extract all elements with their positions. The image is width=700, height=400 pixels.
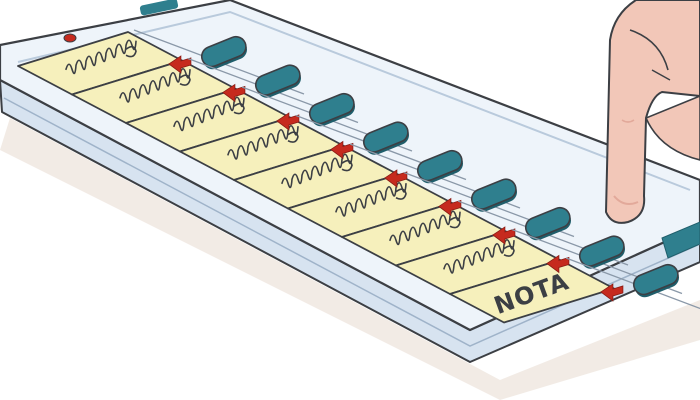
- row-arrow-5: [384, 169, 408, 188]
- candidate-panels: NOTA: [17, 31, 615, 324]
- machine-side-line: [3, 97, 700, 347]
- row-arrow-3: [276, 112, 300, 131]
- pointing-finger: [605, 0, 700, 224]
- row-arrow-6: [438, 197, 462, 217]
- candidate-letter-scribble: [179, 74, 191, 86]
- candidate-name-scribble: [227, 124, 299, 160]
- vote-button-5[interactable]: [415, 148, 466, 187]
- candidate-letter-scribble: [287, 131, 299, 143]
- indicator-light: [63, 33, 77, 43]
- candidate-letter-scribble: [125, 45, 137, 58]
- candidate-name-scribble: [335, 181, 407, 217]
- candidate-letter-scribble: [341, 159, 353, 172]
- row-arrow-1: [168, 55, 192, 74]
- candidate-name-scribble: [443, 238, 515, 274]
- candidate-letter-scribble: [395, 188, 407, 200]
- candidate-name-scribble: [65, 39, 137, 75]
- candidate-letter-scribble: [449, 216, 461, 229]
- vote-button-1[interactable]: [199, 34, 250, 73]
- candidate-letter-scribble: [503, 245, 515, 257]
- candidate-name-scribble: [281, 153, 353, 189]
- top-tab: [139, 0, 179, 16]
- vote-button-4[interactable]: [361, 119, 412, 158]
- vote-button-7[interactable]: [523, 205, 574, 244]
- vote-button-8[interactable]: [577, 233, 628, 272]
- row-arrow-8: [546, 254, 570, 274]
- vote-button-3[interactable]: [307, 91, 358, 130]
- vote-button-9[interactable]: [631, 262, 682, 301]
- row-arrow-4: [330, 140, 354, 160]
- candidate-name-scribble: [119, 67, 191, 103]
- vote-button-2[interactable]: [253, 62, 304, 101]
- row-arrow-2: [222, 83, 246, 103]
- candidate-name-scribble: [173, 96, 245, 132]
- row-arrow-7: [492, 226, 516, 245]
- button-column: [133, 29, 700, 310]
- vote-button-6[interactable]: [469, 176, 520, 215]
- candidate-name-scribble: [389, 210, 461, 246]
- side-handle: [661, 221, 700, 259]
- candidate-letter-scribble: [233, 102, 245, 115]
- row-arrow-9: [600, 283, 624, 302]
